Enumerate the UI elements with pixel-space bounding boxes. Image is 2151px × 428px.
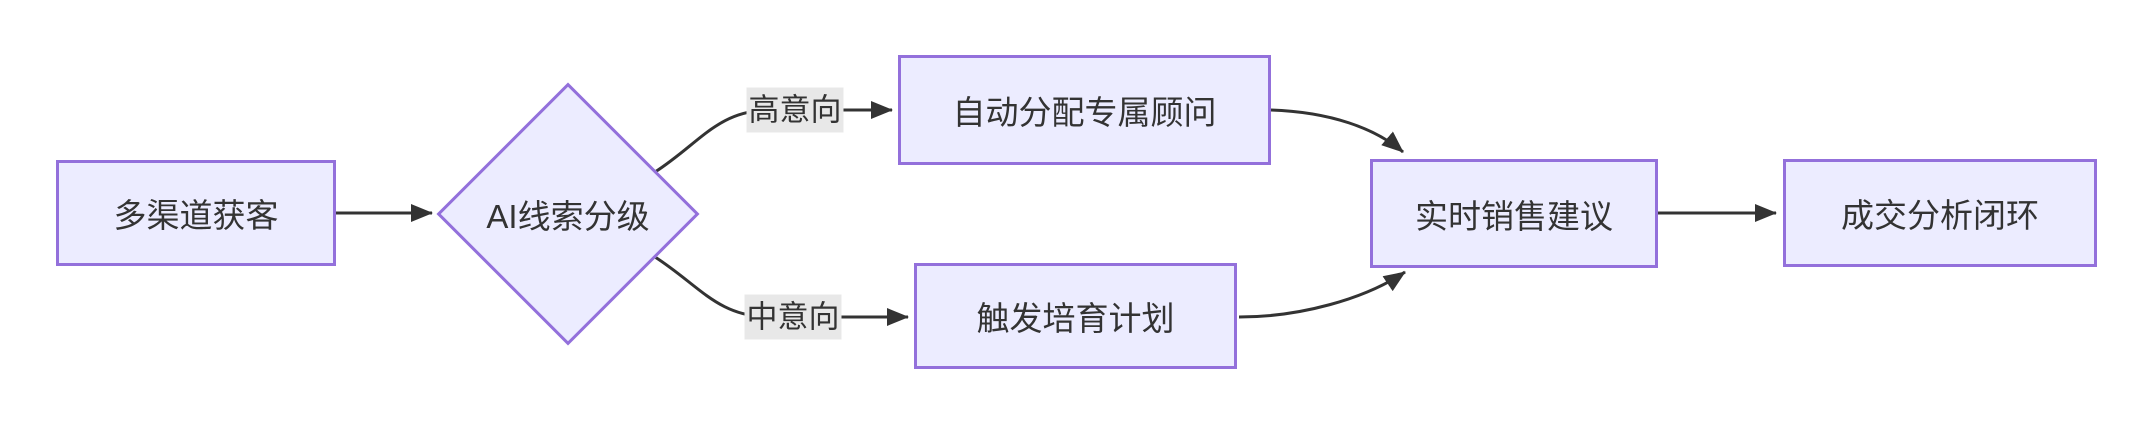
edge-assign-to-advice xyxy=(1270,108,1404,154)
node-realtime-sales-advice: 实时销售建议 xyxy=(1370,159,1658,268)
node-label: AI线索分级 xyxy=(486,198,650,235)
node-label: 触发培育计划 xyxy=(976,300,1175,337)
node-label: 自动分配专属顾问 xyxy=(952,94,1217,131)
edge-label-high-intent: 高意向 xyxy=(746,87,844,133)
edge-label-medium-intent: 中意向 xyxy=(744,294,842,340)
node-label: 多渠道获客 xyxy=(113,197,279,234)
node-deal-analysis-loop: 成交分析闭环 xyxy=(1783,159,2097,267)
node-auto-assign-consultant: 自动分配专属顾问 xyxy=(898,55,1271,165)
node-ai-lead-grading: AI线索分级 xyxy=(468,184,668,244)
node-trigger-nurture-plan: 触发培育计划 xyxy=(914,263,1237,369)
edge-nurture-to-advice xyxy=(1238,270,1406,319)
node-multichannel-acquisition: 多渠道获客 xyxy=(56,160,336,266)
node-label: 实时销售建议 xyxy=(1415,197,1613,235)
node-label: 成交分析闭环 xyxy=(1841,197,2039,234)
